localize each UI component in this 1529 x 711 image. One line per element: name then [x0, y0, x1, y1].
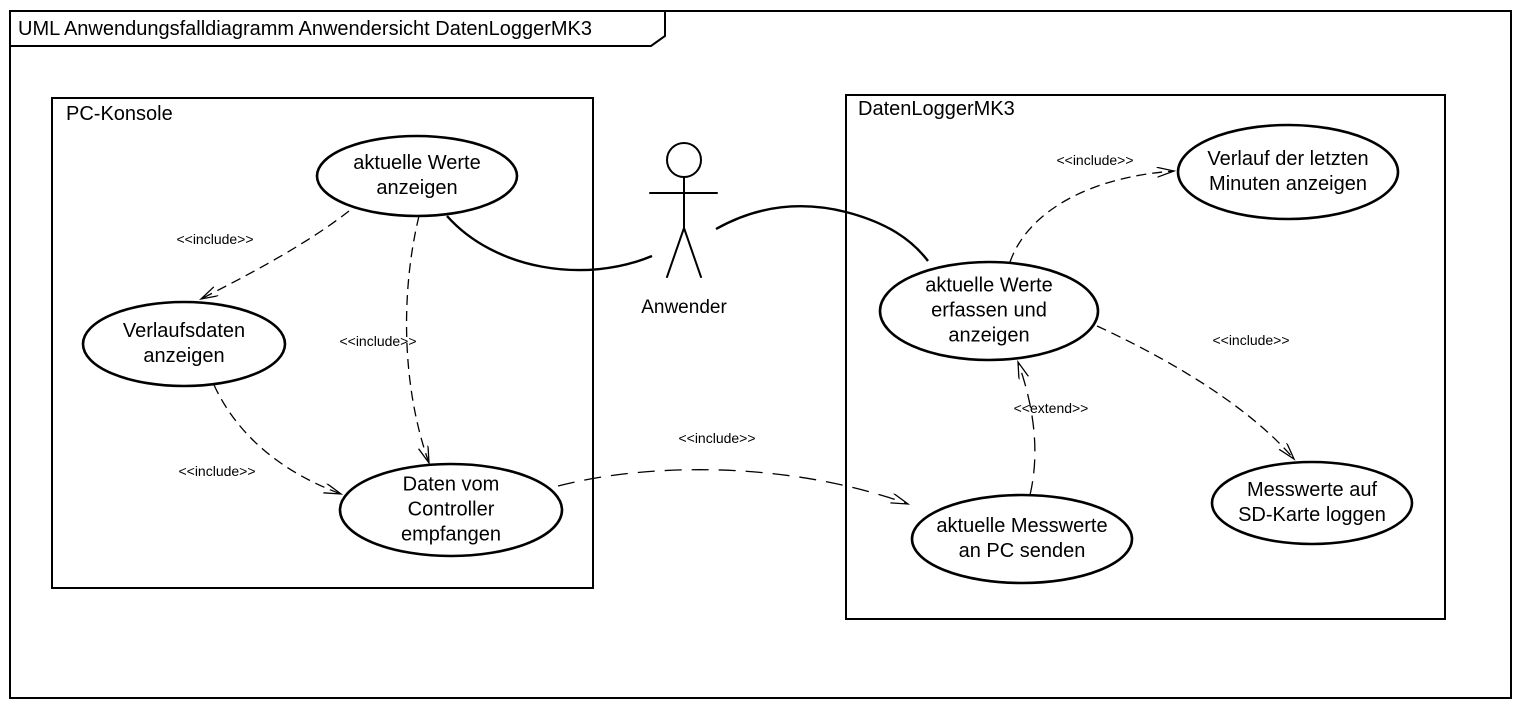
system-boundary-pc-konsole [51, 97, 594, 589]
actor-anwender-figure[interactable] [649, 142, 718, 278]
use-case-daten-vom-controller-empfangen-label: Daten vom Controller empfangen [400, 473, 502, 546]
use-case-verlaufsdaten-anzeigen-ellipse[interactable] [81, 300, 287, 388]
include-stereotype-label: <<include>> [339, 333, 417, 349]
actor-head-icon [666, 142, 702, 178]
extend-arrow-messwerte-senden-to-erfassen [1018, 362, 1036, 496]
diagram-title: UML Anwendungsfalldiagramm Anwendersicht… [18, 18, 593, 40]
use-case-messwerte-auf-sd-karte-loggen-ellipse[interactable] [1210, 460, 1414, 546]
include-stereotype-label: <<include>> [1056, 152, 1134, 168]
include-arrow-anzeigen-to-verlaufsdaten [201, 210, 350, 299]
system-label-pc-konsole: PC-Konsole [66, 103, 173, 125]
include-arrow-erfassen-to-sd-loggen [1096, 325, 1294, 459]
association-anwender-aktuelle-werte-erfassen [715, 204, 929, 262]
include-stereotype-label: <<include>> [678, 430, 756, 446]
actor-right-leg [683, 227, 702, 278]
use-case-aktuelle-werte-anzeigen-label: aktuelle Werte anzeigen [353, 152, 481, 199]
use-case-aktuelle-werte-erfassen-und-anzeigen-label: aktuelle Werte erfassen und anzeigen [925, 274, 1053, 347]
include-arrow-erfassen-to-verlauf-minuten [1009, 171, 1174, 263]
use-case-aktuelle-messwerte-an-pc-senden-label: aktuelle Messwerte an PC senden [936, 515, 1108, 562]
include-arrow-daten-empfangen-to-messwerte-senden [557, 469, 908, 504]
system-boundary-datenloggermk3 [845, 94, 1446, 620]
extend-stereotype-label: <<extend>> [1013, 400, 1089, 416]
system-label-datenloggermk3: DatenLoggerMK3 [858, 98, 1015, 120]
use-case-verlauf-der-letzten-minuten-anzeigen-ellipse[interactable] [1176, 123, 1400, 221]
include-stereotype-label: <<include>> [178, 463, 256, 479]
use-case-verlaufsdaten-anzeigen-label: Verlaufsdaten anzeigen [122, 320, 246, 367]
diagram-title-tab [9, 10, 666, 47]
use-case-aktuelle-werte-anzeigen-ellipse[interactable] [315, 134, 519, 218]
include-arrow-verlaufsdaten-to-daten-empfangen [213, 384, 341, 494]
association-anwender-aktuelle-werte-anzeigen [446, 215, 653, 272]
actor-anwender-label: Anwender [641, 297, 727, 318]
actor-left-leg [666, 227, 685, 278]
use-case-verlauf-der-letzten-minuten-anzeigen-label: Verlauf der letzten Minuten anzeigen [1207, 148, 1369, 195]
include-stereotype-label: <<include>> [176, 231, 254, 247]
use-case-aktuelle-messwerte-an-pc-senden-ellipse[interactable] [910, 493, 1134, 585]
include-stereotype-label: <<include>> [1212, 332, 1290, 348]
use-case-aktuelle-werte-erfassen-und-anzeigen-ellipse[interactable] [878, 260, 1100, 362]
use-case-daten-vom-controller-empfangen-ellipse[interactable] [338, 462, 564, 558]
diagram-frame-border [9, 10, 1512, 699]
use-case-messwerte-auf-sd-karte-loggen-label: Messwerte auf SD-Karte loggen [1238, 479, 1386, 526]
